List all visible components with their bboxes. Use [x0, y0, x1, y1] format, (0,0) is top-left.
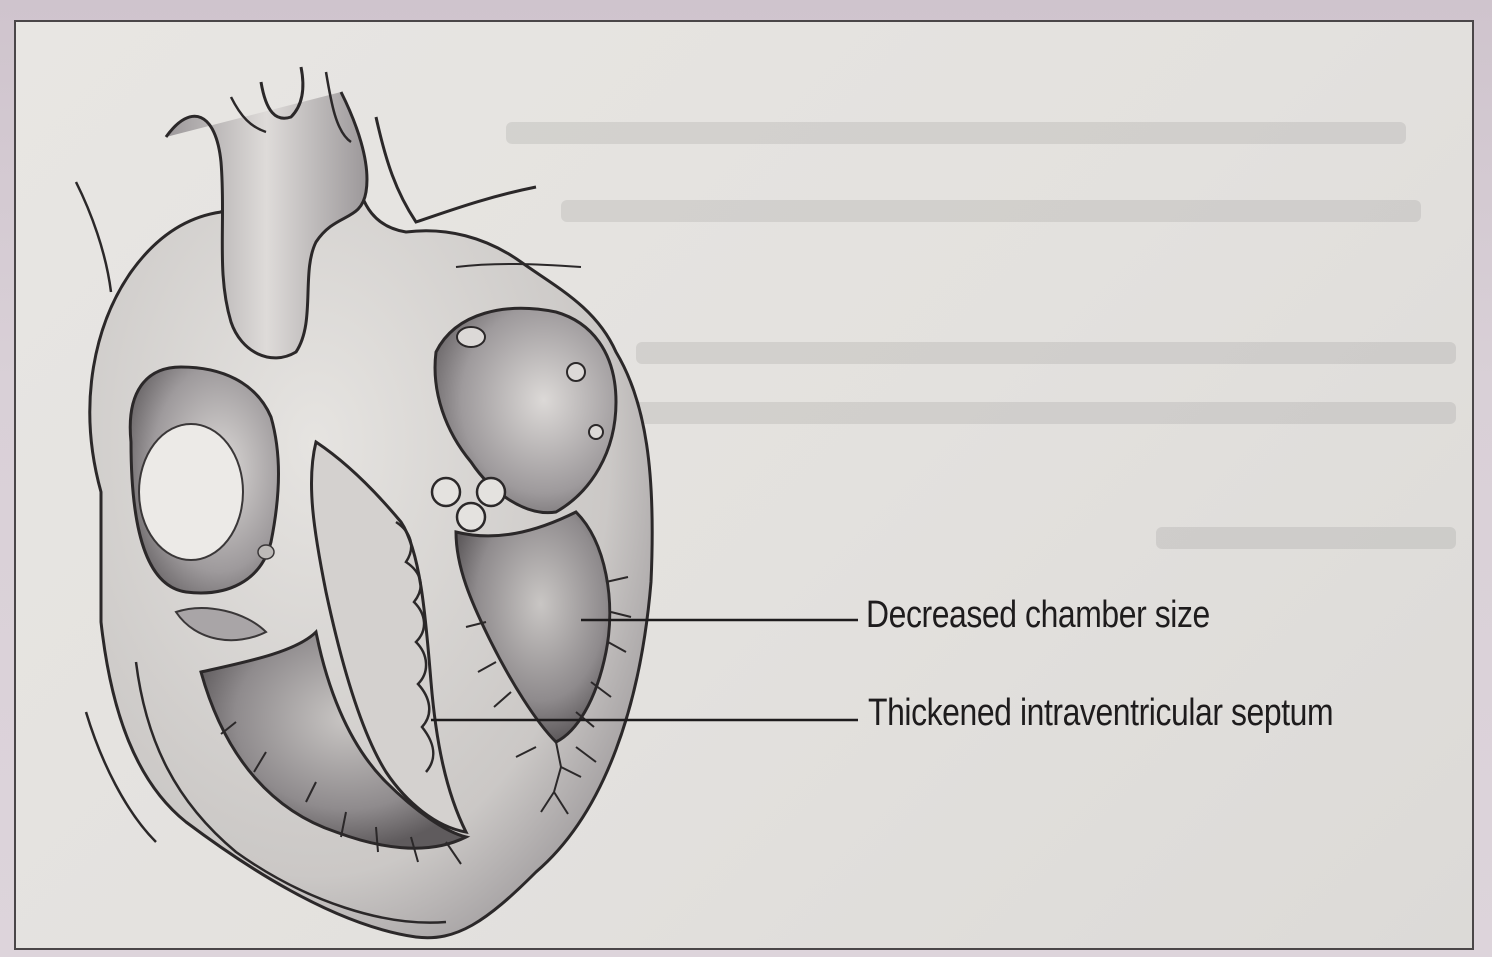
pulmonary-vein-2	[567, 363, 585, 381]
outer-wall-left	[76, 182, 111, 292]
pulmonary-vein-1	[457, 327, 485, 347]
valve-opening-left	[139, 424, 243, 560]
figure-frame: Decreased chamber size Thickened intrave…	[14, 20, 1474, 950]
aortic-valve-leaflet-1	[432, 478, 460, 506]
pulmonary-vein-3	[589, 425, 603, 439]
atrium-spot	[258, 545, 274, 559]
heart-illustration	[16, 22, 1474, 950]
callout-thickened-septum: Thickened intraventricular septum	[868, 692, 1333, 735]
aortic-valve-leaflet-2	[457, 503, 485, 531]
callout-decreased-chamber-size: Decreased chamber size	[866, 594, 1210, 637]
aortic-valve-leaflet-3	[477, 478, 505, 506]
pulmonary-artery	[376, 117, 536, 222]
